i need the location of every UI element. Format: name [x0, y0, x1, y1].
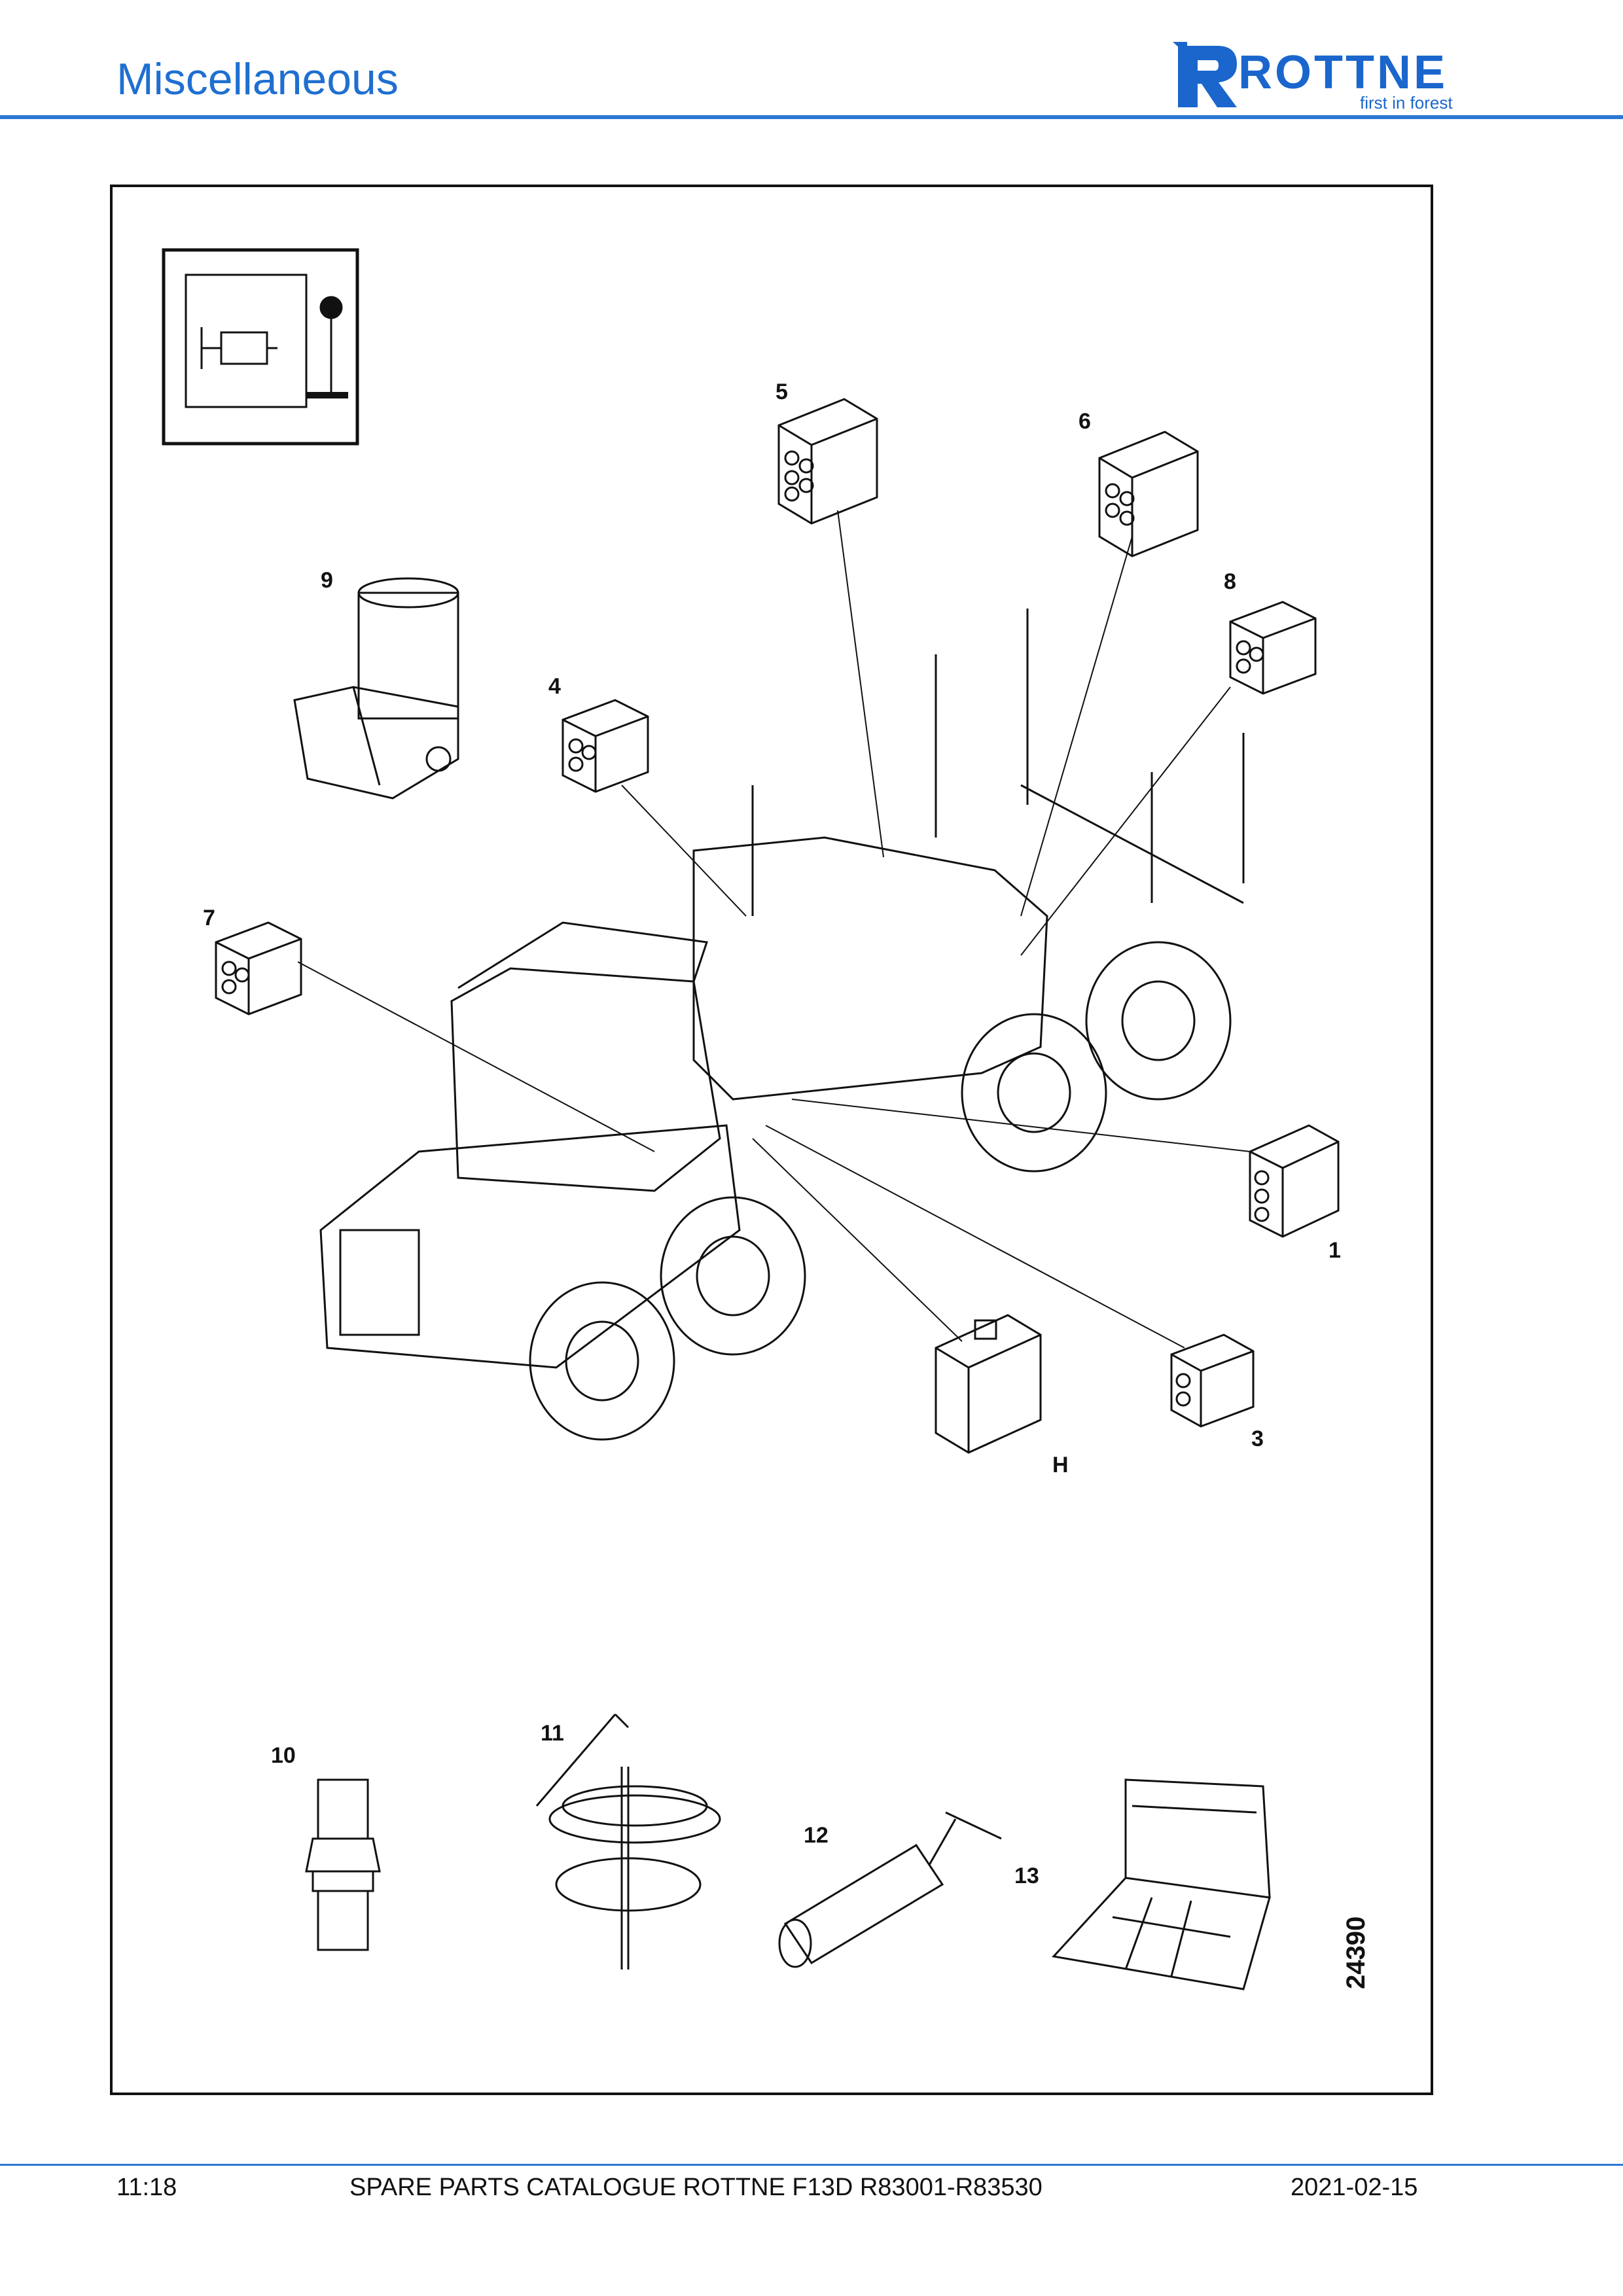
forwarder-drawing — [319, 609, 1245, 1441]
header-rule — [0, 115, 1623, 119]
callout-7: 7 — [203, 906, 215, 930]
page-title: Miscellaneous — [116, 54, 399, 104]
illustration-number: 24390 — [1342, 1916, 1370, 1989]
callout-8: 8 — [1224, 569, 1236, 594]
callout-10: 10 — [271, 1743, 296, 1768]
block-8 — [1229, 601, 1317, 695]
callout-3: 3 — [1251, 1426, 1264, 1451]
block-1 — [1249, 1124, 1340, 1238]
fitting-drawing — [305, 1778, 381, 1951]
footer-date: 2021-02-15 — [1291, 2174, 1418, 2201]
callout-12: 12 — [804, 1823, 829, 1848]
footer-catalogue-title: SPARE PARTS CATALOGUE ROTTNE F13D R83001… — [349, 2174, 1043, 2201]
callout-5: 5 — [776, 380, 788, 404]
callout-6: 6 — [1079, 409, 1091, 434]
callout-1: 1 — [1329, 1238, 1341, 1263]
block-6 — [1098, 431, 1199, 557]
block-3 — [1170, 1333, 1255, 1428]
block-H — [935, 1314, 1042, 1454]
logo-mark-icon — [1173, 42, 1237, 107]
callout-13: 13 — [1014, 1863, 1039, 1888]
logo-tagline: first in forest — [1360, 93, 1453, 113]
footer-rule — [0, 2164, 1623, 2166]
pump-drawing — [535, 1713, 721, 1969]
logo-wordmark: ROTTNE — [1238, 46, 1448, 99]
callout-11: 11 — [541, 1721, 564, 1746]
footer-page-number: 11:18 — [116, 2174, 177, 2201]
callout-9: 9 — [321, 568, 333, 593]
assortment-box-drawing — [1052, 1778, 1271, 1990]
grease-gun-drawing — [778, 1811, 1002, 1968]
grease-pump-drawing — [293, 577, 459, 800]
callout-H: H — [1052, 1453, 1069, 1477]
block-4 — [562, 699, 649, 793]
block-5 — [777, 398, 878, 525]
block-7 — [215, 921, 302, 1016]
rottne-logo: ROTTNE first in forest — [1171, 39, 1512, 113]
lubrication-symbol-icon — [162, 248, 359, 446]
figure-frame — [110, 185, 1433, 2095]
callout-4: 4 — [548, 674, 561, 699]
